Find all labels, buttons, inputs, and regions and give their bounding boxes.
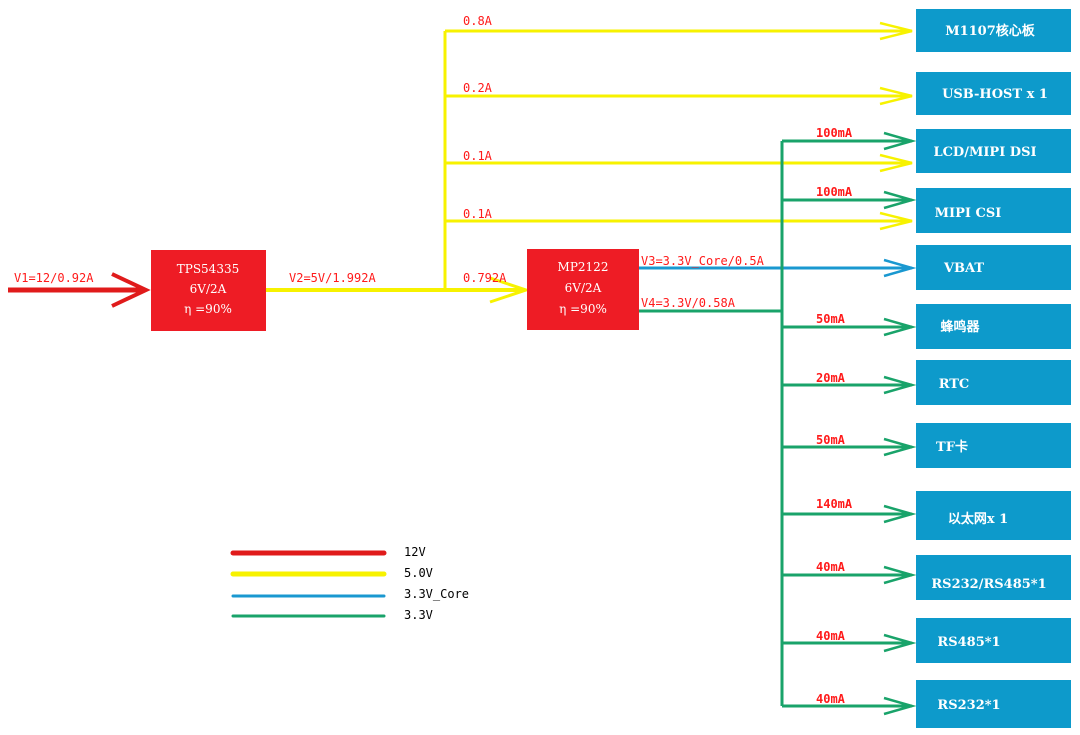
- load-box: RTC: [916, 360, 1071, 405]
- branch-3v3-current: 40mA: [816, 692, 846, 706]
- load-box: RS485*1: [916, 618, 1071, 663]
- load-box: MIPI CSI: [916, 188, 1071, 233]
- load-box: VBAT: [916, 245, 1071, 290]
- branch-3v3-current: 140mA: [816, 497, 853, 511]
- branch-3v3-current: 50mA: [816, 433, 846, 447]
- input-12v-line: [8, 272, 151, 308]
- load-box: TF卡: [916, 423, 1071, 468]
- mp-efficiency: η =90%: [559, 302, 607, 316]
- load-label: RTC: [939, 377, 970, 392]
- mp-rating: 6V/2A: [565, 281, 602, 295]
- branch-5v-current: 0.1A: [463, 207, 493, 221]
- load-label: RS232/RS485*1: [931, 577, 1046, 592]
- to-mp-current: 0.792A: [463, 271, 507, 285]
- load-box: RS232/RS485*1: [916, 555, 1071, 600]
- load-label: LCD/MIPI DSI: [933, 145, 1036, 160]
- load-box: 蜂鸣器: [916, 304, 1071, 349]
- branch-5v-current: 0.1A: [463, 149, 493, 163]
- load-label: MIPI CSI: [935, 206, 1002, 221]
- tps-rating: 6V/2A: [190, 282, 227, 296]
- load-label: TF卡: [936, 439, 968, 455]
- load-label: M1107核心板: [945, 23, 1036, 39]
- tps-efficiency: η =90%: [184, 302, 232, 316]
- v3-core-line: [639, 258, 917, 278]
- load-label: 以太网x 1: [948, 511, 1008, 527]
- mp-name: MP2122: [558, 260, 609, 274]
- tps-name: TPS54335: [177, 262, 239, 276]
- load-box: RS232*1: [916, 680, 1071, 728]
- v4-label: V4=3.3V/0.58A: [641, 296, 736, 310]
- mp-regulator-block: MP2122 6V/2A η =90%: [527, 249, 639, 330]
- branch-3v3-current: 50mA: [816, 312, 846, 326]
- branch-5v-current: 0.8A: [463, 14, 493, 28]
- branch-3v3-current: 40mA: [816, 560, 846, 574]
- tps-regulator-block: TPS54335 6V/2A η =90%: [151, 250, 266, 331]
- input-label: V1=12/0.92A: [14, 271, 94, 285]
- legend-label-12v: 12V: [404, 545, 426, 559]
- legend-label-5v: 5.0V: [404, 566, 433, 580]
- v3-label: V3=3.3V_Core/0.5A: [641, 254, 765, 268]
- branch-3v3-current: 20mA: [816, 371, 846, 385]
- legend-label-3v3: 3.3V: [404, 608, 433, 622]
- load-box: USB-HOST x 1: [916, 72, 1071, 115]
- branch-3v3-current: 100mA: [816, 185, 853, 199]
- load-box: 以太网x 1: [916, 491, 1071, 540]
- branch-3v3-current: 100mA: [816, 126, 853, 140]
- load-label: VBAT: [943, 261, 984, 276]
- v4-3v3-bus: [639, 131, 917, 716]
- legend: 12V 5.0V 3.3V_Core 3.3V: [230, 545, 469, 622]
- load-label: USB-HOST x 1: [942, 87, 1048, 102]
- load-label: RS485*1: [937, 635, 1000, 650]
- legend-label-3v3-core: 3.3V_Core: [404, 587, 469, 601]
- load-label: 蜂鸣器: [940, 319, 980, 335]
- branch-3v3-current: 40mA: [816, 629, 846, 643]
- load-box: M1107核心板: [916, 9, 1071, 52]
- load-label: RS232*1: [937, 698, 1000, 713]
- branch-5v-current: 0.2A: [463, 81, 493, 95]
- v2-5v-bus: [266, 21, 913, 304]
- load-box: LCD/MIPI DSI: [916, 129, 1071, 173]
- v2-label: V2=5V/1.992A: [289, 271, 376, 285]
